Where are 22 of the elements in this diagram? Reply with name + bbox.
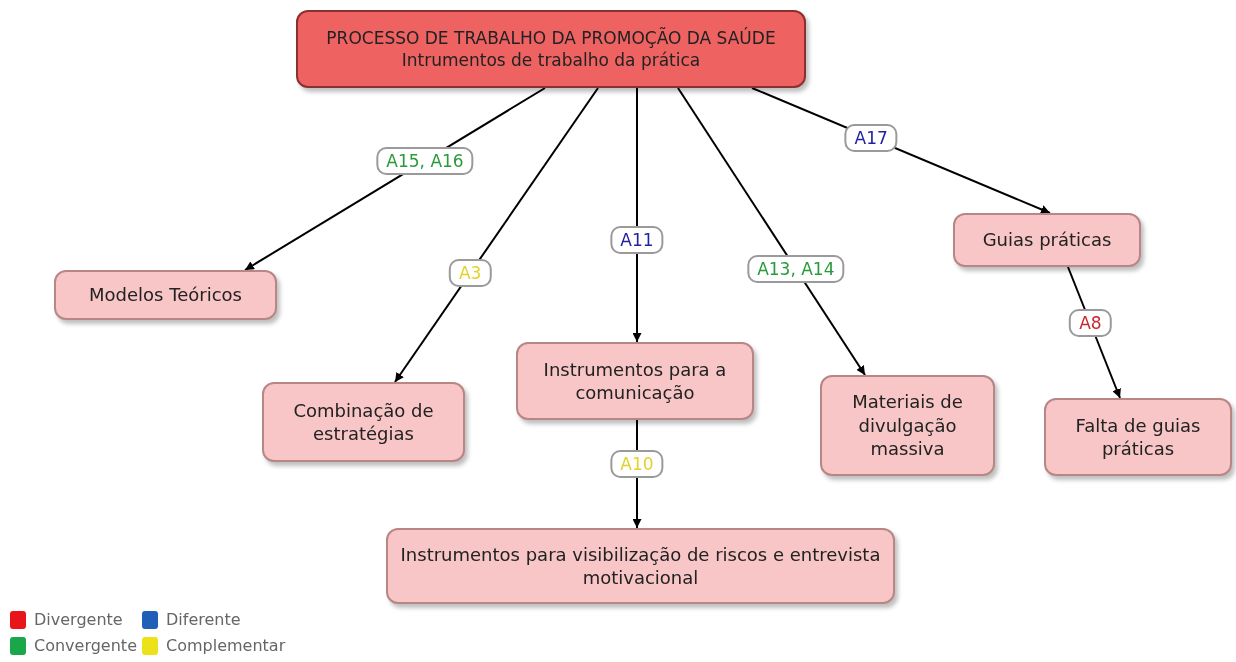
concept-box: Modelos Teóricos <box>54 270 277 320</box>
edge-label: A10 <box>610 450 664 479</box>
edge-label: A17 <box>844 124 898 152</box>
edge-label: A3 <box>448 259 492 288</box>
edge-label: A13, A14 <box>747 254 845 283</box>
concept-box: Instrumentos para visibilização de riscos e entrevista motivacional <box>386 528 895 604</box>
concept-box: Combinação de estratégias <box>262 382 465 462</box>
arrow <box>677 87 866 376</box>
arrow <box>394 87 599 383</box>
edge-label: A11 <box>610 226 664 255</box>
edge-label: A15, A16 <box>376 146 474 175</box>
legend-label: Convergente <box>34 636 137 655</box>
concept-box: Instrumentos para a comunicação <box>516 342 754 420</box>
concept-box: Guias práticas <box>953 213 1141 267</box>
title-box: PROCESSO DE TRABALHO DA PROMOÇÃO DA SAÚDE Intrumentos de trabalho da prática <box>296 10 806 88</box>
legend-label: Complementar <box>166 636 286 655</box>
concept-box: Materiais de divulgação massiva <box>820 375 995 476</box>
edge-label: A8 <box>1069 309 1112 338</box>
concept-box: Falta de guias práticas <box>1044 398 1232 476</box>
arrow <box>632 87 642 343</box>
legend-label: Diferente <box>166 610 241 629</box>
legend-label: Divergente <box>34 610 123 629</box>
